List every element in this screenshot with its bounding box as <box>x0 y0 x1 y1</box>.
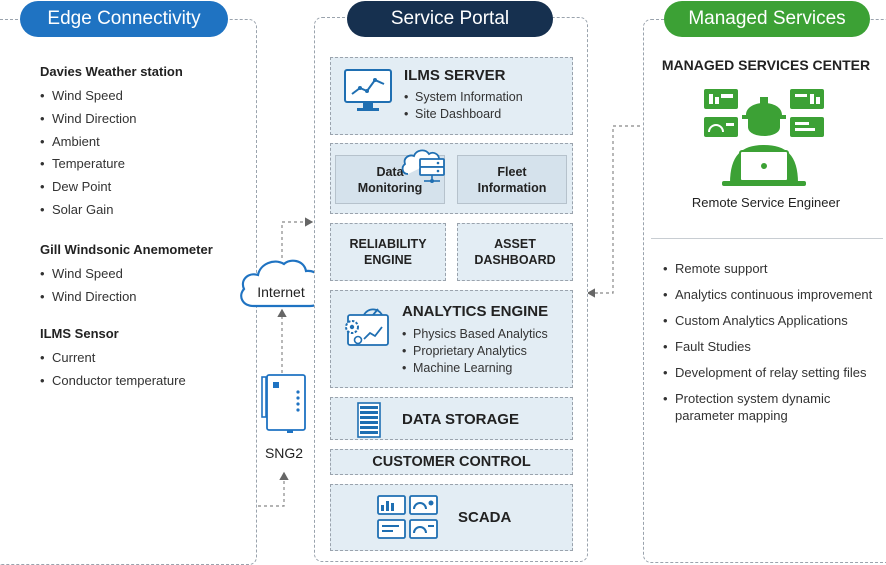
sng2-device <box>261 374 309 434</box>
list-item: Solar Gain <box>40 199 137 222</box>
list-item: Remote support <box>663 260 878 277</box>
managed-services-list: Remote support Analytics continuous impr… <box>663 260 878 433</box>
service-portal-title: Service Portal <box>347 1 553 37</box>
scada-label: SCADA <box>458 509 512 526</box>
list-item: Physics Based Analytics <box>402 326 548 343</box>
gateway-device-icon <box>261 374 306 433</box>
analytics-engine-title: ANALYTICS ENGINE <box>402 303 549 320</box>
list-item: Development of relay setting files <box>663 364 878 381</box>
scada-screens-icon <box>377 495 438 539</box>
list-item: Wind Direction <box>40 108 137 131</box>
monitor-chart-icon <box>344 69 392 111</box>
analytics-gear-icon <box>345 308 389 346</box>
davies-weather-station-title: Davies Weather station <box>40 64 183 79</box>
scada-box: SCADA <box>330 484 573 551</box>
list-item: Wind Speed <box>40 263 137 286</box>
list-item: Conductor temperature <box>40 370 186 393</box>
list-item: Ambient <box>40 131 137 154</box>
service-engineer-icon <box>704 89 824 186</box>
data-monitoring-label: Data Monitoring <box>357 164 423 195</box>
list-item: Temperature <box>40 153 137 176</box>
list-item: Protection system dynamic parameter mapp… <box>663 390 878 424</box>
ilms-sensor-list: Current Conductor temperature <box>40 347 186 393</box>
list-item: Proprietary Analytics <box>402 343 548 360</box>
list-item: Current <box>40 347 186 370</box>
sng2-bottom-connector <box>258 471 289 507</box>
davies-weather-station-list: Wind Speed Wind Direction Ambient Temper… <box>40 85 137 222</box>
ilms-server-box: ILMS SERVER System Information Site Dash… <box>330 57 573 135</box>
list-item: Fault Studies <box>663 338 878 355</box>
server-rack-icon <box>357 402 381 438</box>
edge-connectivity-title: Edge Connectivity <box>20 1 228 37</box>
data-storage-label: DATA STORAGE <box>402 411 519 428</box>
data-storage-box: DATA STORAGE <box>330 397 573 440</box>
list-item: Dew Point <box>40 176 137 199</box>
cloud-server-icon <box>401 149 445 183</box>
managed-services-center-title: MANAGED SERVICES CENTER <box>661 57 871 73</box>
ilms-server-list: System Information Site Dashboard <box>404 89 523 123</box>
internet-cloud: Internet <box>236 256 326 312</box>
reliability-engine-box: RELIABILITY ENGINE <box>330 223 446 281</box>
list-item: System Information <box>404 89 523 106</box>
fleet-information-label: Fleet Information <box>477 164 547 195</box>
list-item: Site Dashboard <box>404 106 523 123</box>
analytics-engine-box: ANALYTICS ENGINE Physics Based Analytics… <box>330 290 573 388</box>
fleet-information-box: Fleet Information <box>457 155 567 204</box>
remote-service-engineer-label: Remote Service Engineer <box>691 195 841 210</box>
asset-dashboard-label: ASSET DASHBOARD <box>474 237 556 267</box>
list-item: Machine Learning <box>402 360 548 377</box>
reliability-engine-label: RELIABILITY ENGINE <box>349 237 427 267</box>
analytics-engine-list: Physics Based Analytics Proprietary Anal… <box>402 326 548 377</box>
asset-dashboard-box: ASSET DASHBOARD <box>457 223 573 281</box>
managed-divider <box>651 238 883 239</box>
list-item: Wind Direction <box>40 286 137 309</box>
customer-control-label: CUSTOMER CONTROL <box>372 454 531 470</box>
list-item: Wind Speed <box>40 85 137 108</box>
ilms-sensor-title: ILMS Sensor <box>40 326 119 341</box>
customer-control-box: CUSTOMER CONTROL <box>330 449 573 475</box>
gill-anemometer-title: Gill Windsonic Anemometer <box>40 242 213 257</box>
managed-services-title: Managed Services <box>664 1 870 37</box>
list-item: Custom Analytics Applications <box>663 312 878 329</box>
internet-to-portal-connector <box>281 217 314 258</box>
gill-anemometer-list: Wind Speed Wind Direction <box>40 263 137 309</box>
ilms-server-title: ILMS SERVER <box>404 67 506 84</box>
internet-label: Internet <box>257 284 305 300</box>
sng2-label: SNG2 <box>264 445 304 461</box>
list-item: Analytics continuous improvement <box>663 286 878 303</box>
